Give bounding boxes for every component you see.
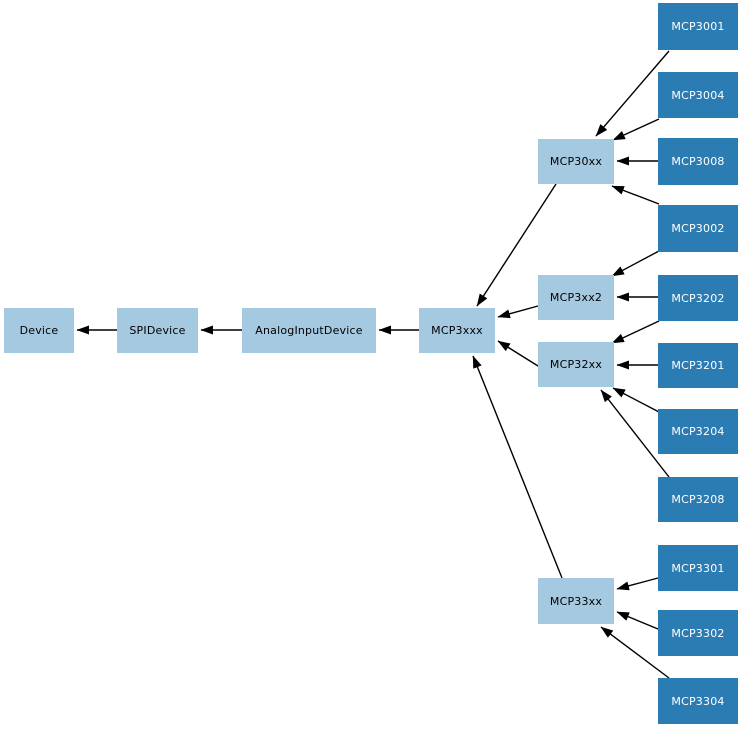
inherits-edge-mcp3202-to-mcp32xx	[611, 320, 660, 344]
class-node-label: MCP3004	[671, 88, 725, 102]
class-node-label: MCP3301	[671, 561, 725, 575]
inherits-edge-mcp3204-to-mcp32xx	[612, 387, 660, 413]
class-node-spidevice[interactable]: SPIDevice	[117, 308, 198, 353]
inherits-edge-mcp32xx-to-mcp3xxx	[497, 340, 539, 367]
class-node-label: MCP30xx	[549, 155, 603, 168]
class-node-mcp3208[interactable]: MCP3208	[658, 477, 738, 522]
class-node-label: MCP3002	[671, 222, 725, 235]
class-node-label: MCP3202	[671, 291, 725, 305]
inherits-edge-mcp33xx-to-mcp3xxx	[472, 355, 563, 579]
class-node-mcp3204[interactable]: MCP3204	[658, 409, 738, 454]
class-node-label: MCP3302	[671, 626, 725, 640]
class-node-mcp3xx2[interactable]: MCP3xx2	[538, 275, 614, 320]
class-node-mcp32xx[interactable]: MCP32xx	[538, 342, 614, 387]
inherits-edge-mcp3002-to-mcp30xx	[611, 185, 660, 205]
inherits-edge-mcp3xx2-to-mcp3xxx	[497, 305, 539, 319]
class-node-label: Device	[19, 324, 59, 337]
class-node-mcp3008[interactable]: MCP3008	[658, 138, 738, 185]
class-node-label: MCP3208	[671, 493, 725, 506]
class-node-label: MCP3008	[671, 155, 725, 168]
class-node-label: MCP3201	[671, 359, 725, 372]
class-node-mcp3xxx[interactable]: MCP3xxx	[419, 308, 495, 353]
class-node-mcp30xx[interactable]: MCP30xx	[538, 139, 614, 184]
class-node-analoginputdevice[interactable]: AnalogInputDevice	[242, 308, 376, 353]
inherits-edge-mcp3301-to-mcp33xx	[616, 577, 659, 591]
class-node-label: MCP32xx	[549, 358, 603, 371]
class-node-label: MCP3001	[671, 20, 725, 33]
class-node-label: MCP3304	[671, 694, 725, 708]
class-node-mcp33xx[interactable]: MCP33xx	[538, 578, 614, 624]
class-node-label: MCP33xx	[549, 594, 603, 608]
class-node-mcp3002[interactable]: MCP3002	[658, 205, 738, 252]
inherits-edge-mcp3302-to-mcp33xx	[616, 611, 659, 630]
class-node-label: SPIDevice	[129, 324, 186, 337]
class-node-mcp3004[interactable]: MCP3004	[658, 72, 738, 118]
class-node-mcp3301[interactable]: MCP3301	[658, 545, 738, 591]
class-node-mcp3304[interactable]: MCP3304	[658, 678, 738, 724]
class-node-device[interactable]: Device	[4, 308, 74, 353]
class-node-mcp3302[interactable]: MCP3302	[658, 610, 738, 656]
class-node-label: AnalogInputDevice	[255, 324, 363, 337]
inherits-edge-mcp3004-to-mcp30xx	[612, 118, 660, 141]
class-node-label: MCP3xx2	[549, 291, 603, 304]
class-node-mcp3202[interactable]: MCP3202	[658, 275, 738, 321]
class-node-mcp3201[interactable]: MCP3201	[658, 343, 738, 388]
class-node-label: MCP3204	[671, 425, 725, 438]
class-node-mcp3001[interactable]: MCP3001	[658, 3, 738, 50]
inherits-edge-mcp3002-to-mcp3xx2	[611, 250, 660, 277]
class-node-label: MCP3xxx	[431, 324, 483, 337]
